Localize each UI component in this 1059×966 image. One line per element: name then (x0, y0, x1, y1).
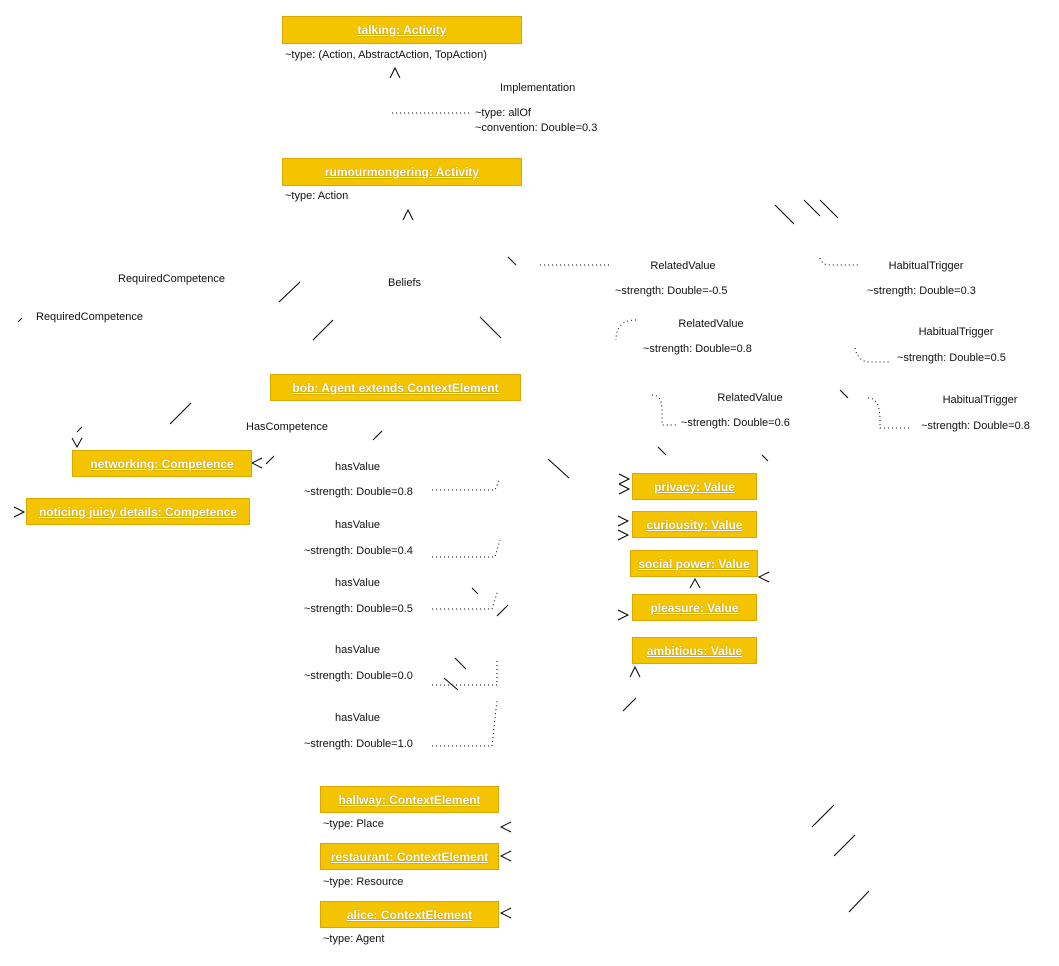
arrowhead (389, 66, 401, 79)
attr-has-value-strength: ~strength: Double=1.0 (304, 738, 413, 750)
node-networking-competence[interactable]: networking: Competence (72, 450, 252, 477)
attr-implementation-convention: ~convention: Double=0.3 (475, 122, 598, 134)
label-related-value-3: RelatedValue (717, 392, 783, 404)
connector-related-value-3 (651, 394, 678, 426)
attr-hallway-type: ~type: Place (323, 818, 384, 830)
connector-has-value-1 (432, 477, 501, 491)
edge-stub (17, 317, 275, 465)
label-beliefs: Beliefs (388, 277, 422, 289)
label-has-value: hasValue (335, 577, 381, 589)
attr-restaurant-type: ~type: Resource (323, 876, 404, 888)
label-habitual-trigger-1: HabitualTrigger (888, 260, 964, 272)
node-curiousity-value[interactable]: curiousity: Value (632, 511, 757, 538)
connector-habitual-trigger-3 (867, 397, 912, 429)
attr-talking-type: ~type: (Action, AbstractAction, TopActio… (285, 49, 487, 61)
label-required-competence-2: RequiredCompetence (36, 311, 144, 323)
arrowhead (250, 457, 263, 469)
label-has-value: hasValue (335, 461, 381, 473)
edge-stub (547, 389, 849, 479)
arrowhead (689, 577, 701, 589)
arrowhead (499, 907, 512, 919)
node-privacy-value[interactable]: privacy: Value (632, 473, 757, 500)
node-restaurant-context-element[interactable]: restaurant: ContextElement (320, 843, 499, 870)
label-related-value-1: RelatedValue (650, 260, 716, 272)
connector-has-value-2 (432, 539, 501, 558)
arrowhead (618, 473, 631, 495)
label-has-competence: HasCompetence (246, 421, 328, 433)
edge-stub (811, 804, 870, 913)
connector-has-value-5 (432, 699, 498, 747)
attr-related-value-2-strength: ~strength: Double=0.8 (643, 343, 752, 355)
label-has-value: hasValue (335, 644, 381, 656)
node-rumourmongering-activity[interactable]: rumourmongering: Activity (282, 158, 522, 186)
arrowhead (617, 609, 630, 621)
connector-habitual-trigger-2 (854, 347, 890, 363)
attr-has-value-strength: ~strength: Double=0.4 (304, 545, 413, 557)
label-habitual-trigger-3: HabitualTrigger (942, 394, 1018, 406)
connector-has-value-3 (432, 589, 499, 610)
attr-has-value-strength: ~strength: Double=0.8 (304, 486, 413, 498)
attr-related-value-3-strength: ~strength: Double=0.6 (681, 417, 790, 429)
label-required-competence-1: RequiredCompetence (118, 273, 226, 285)
attr-has-value-strength: ~strength: Double=0.0 (304, 670, 413, 682)
attr-alice-type: ~type: Agent (323, 933, 385, 945)
label-habitual-trigger-2: HabitualTrigger (918, 326, 994, 338)
edge-stub (774, 199, 839, 225)
attr-related-value-1-strength: ~strength: Double=-0.5 (615, 285, 728, 297)
connector-has-value-4 (432, 660, 498, 686)
arrowhead (402, 208, 414, 221)
arrowhead (499, 821, 512, 833)
label-implementation: Implementation (500, 82, 576, 94)
edge-stub (278, 281, 502, 341)
arrowhead (499, 850, 512, 862)
attr-habitual-trigger-1-strength: ~strength: Double=0.3 (867, 285, 976, 297)
node-alice-context-element[interactable]: alice: ContextElement (320, 901, 499, 928)
edge-stub (622, 697, 637, 712)
edge-stub (169, 402, 383, 441)
node-hallway-context-element[interactable]: hallway: ContextElement (320, 786, 499, 813)
attr-has-value-strength: ~strength: Double=0.5 (304, 603, 413, 615)
edge-stub (443, 657, 467, 691)
edge-stub (507, 256, 517, 266)
arrowhead (13, 506, 26, 518)
node-bob-agent[interactable]: bob: Agent extends ContextElement (270, 374, 521, 401)
label-related-value-2: RelatedValue (678, 318, 744, 330)
arrowhead (629, 665, 641, 678)
edge-stub (471, 587, 509, 617)
node-ambitious-value[interactable]: ambitious: Value (632, 637, 757, 664)
node-social-power-value[interactable]: social power: Value (630, 550, 758, 577)
attr-rumourmongering-type: ~type: Action (285, 190, 349, 202)
node-noticing-juicy-details-competence[interactable]: noticing juicy details: Competence (26, 498, 250, 525)
attr-habitual-trigger-2-strength: ~strength: Double=0.5 (897, 352, 1006, 364)
attr-habitual-trigger-3-strength: ~strength: Double=0.8 (921, 420, 1030, 432)
label-has-value: hasValue (335, 712, 381, 724)
arrowhead (617, 515, 630, 541)
arrowhead (757, 571, 770, 583)
connector-related-value-2 (615, 319, 637, 341)
node-pleasure-value[interactable]: pleasure: Value (632, 594, 757, 621)
connector-habitual-trigger-1 (819, 257, 860, 266)
attr-implementation-type: ~type: allOf (475, 107, 531, 119)
node-talking-activity[interactable]: talking: Activity (282, 16, 522, 44)
label-has-value: hasValue (335, 519, 381, 531)
arrowhead (71, 437, 83, 449)
